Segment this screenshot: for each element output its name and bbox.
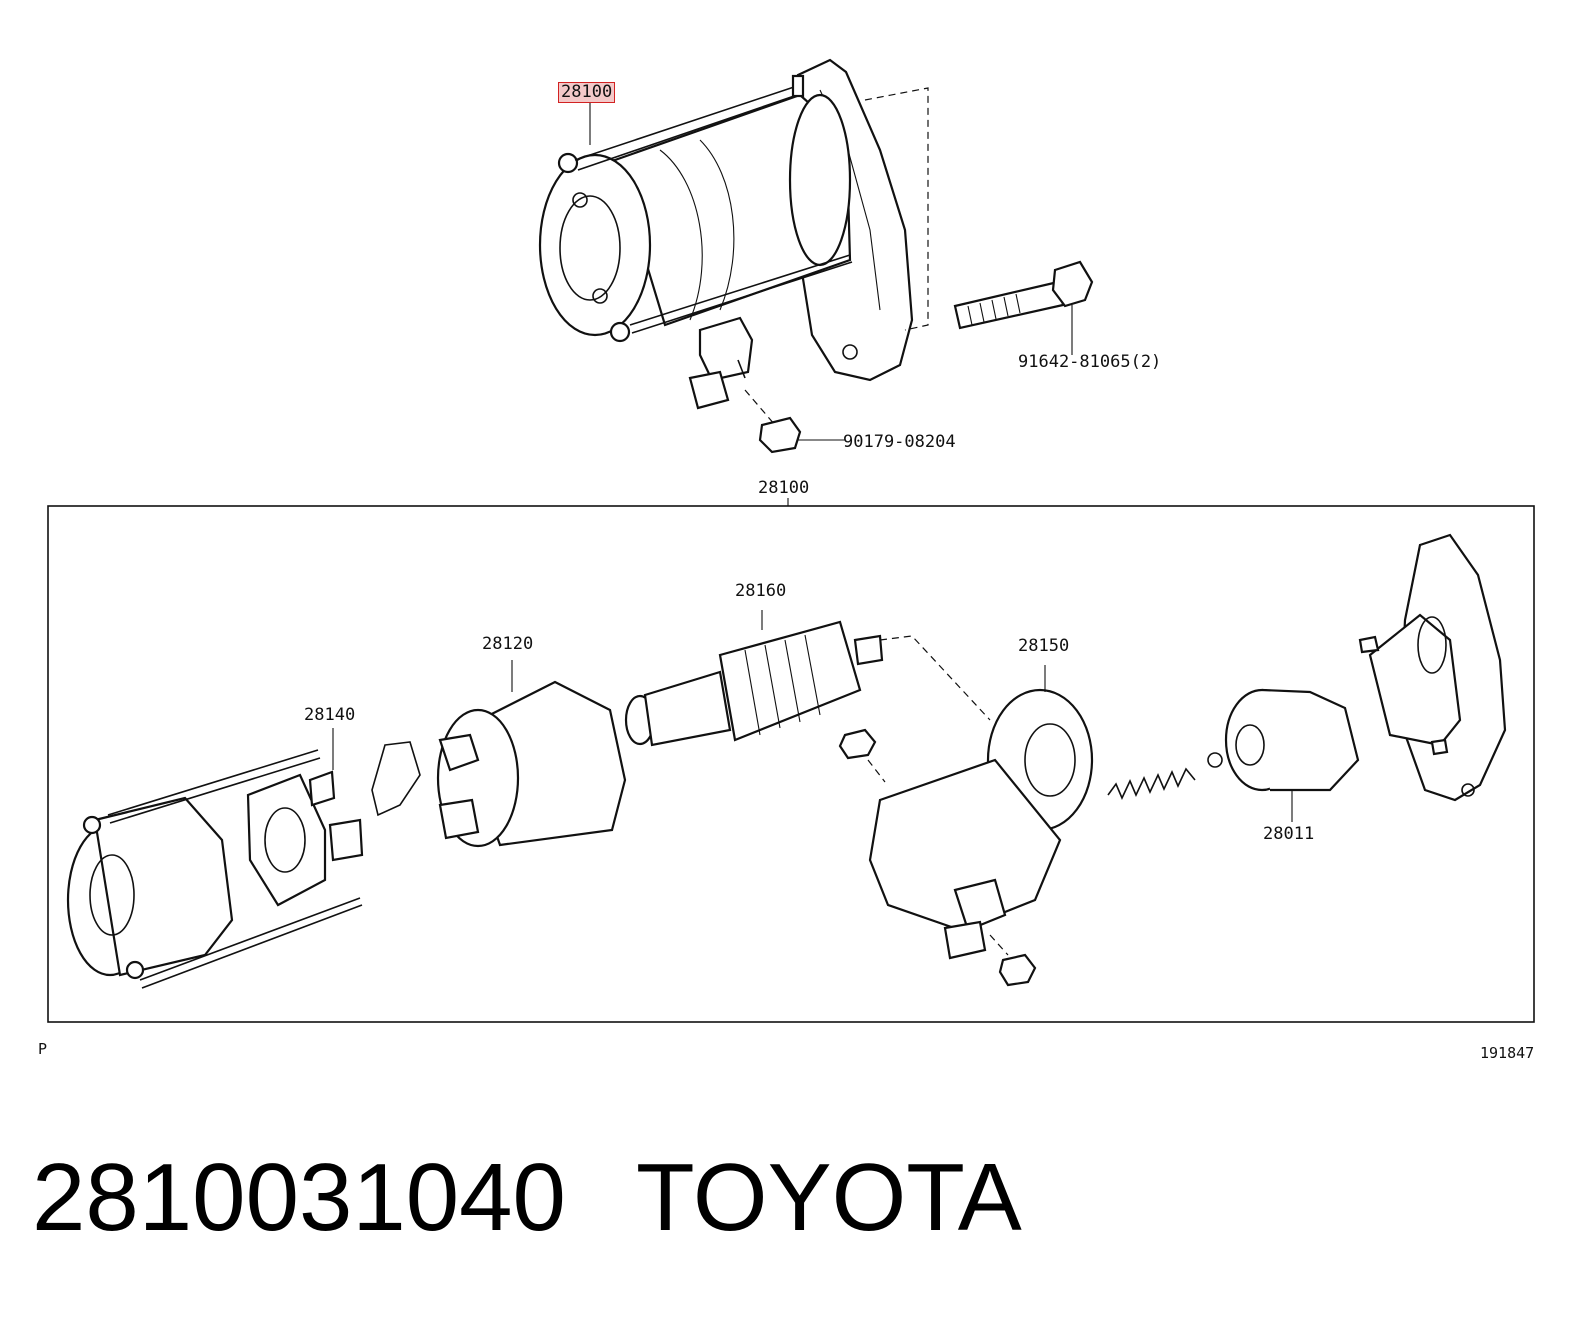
callout-nut[interactable]: 90179-08204 (843, 432, 956, 452)
corner-right-code: 191847 (1480, 1044, 1535, 1062)
armature-drawing (624, 610, 991, 747)
nut-drawing (758, 416, 845, 454)
callout-28011[interactable]: 28011 (1263, 824, 1315, 844)
spring-drawing (1107, 767, 1196, 800)
corner-left-code: P (38, 1040, 48, 1058)
front-housing-drawing (1358, 533, 1507, 802)
callout-bolt[interactable]: 91642-81065(2) (1018, 352, 1162, 372)
callout-28100-box[interactable]: 28100 (758, 478, 810, 498)
callout-28160[interactable]: 28160 (735, 581, 787, 601)
assembly-box-frame (47, 505, 1535, 1023)
callout-28150[interactable]: 28150 (1018, 636, 1070, 656)
bolt-drawing (953, 260, 1094, 355)
drive-housing-drawing (868, 665, 1094, 987)
callout-28100-top[interactable]: 28100 (558, 82, 616, 103)
rear-cover-drawing (66, 749, 363, 989)
small-nut-drawing (838, 728, 877, 760)
brush-holder-drawing (246, 728, 364, 907)
callout-28120[interactable]: 28120 (482, 634, 534, 654)
yoke-drawing (371, 660, 627, 848)
starter-assembly-drawing (538, 58, 1094, 454)
brand-caption: TOYOTA (636, 1144, 1022, 1251)
part-number-caption: 2810031040 (32, 1144, 566, 1251)
callout-28140[interactable]: 28140 (304, 705, 356, 725)
ball-drawing (1207, 752, 1223, 768)
clutch-drawing (1224, 688, 1360, 822)
